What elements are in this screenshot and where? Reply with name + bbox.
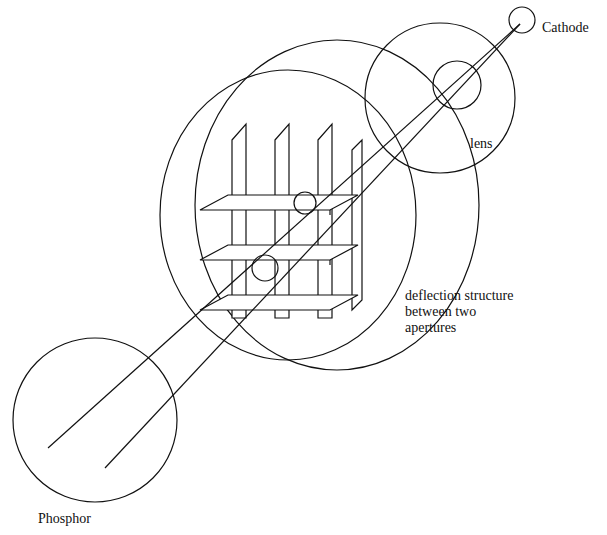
deflection-plate — [352, 140, 362, 310]
aperture-outline — [160, 70, 416, 360]
part-label: deflection structure between two apertur… — [405, 288, 523, 336]
aperture-ring — [294, 192, 316, 214]
plate-edge — [329, 260, 330, 265]
deflection-plate — [275, 124, 289, 318]
deflection-plate — [232, 124, 246, 318]
electron-beam — [105, 24, 520, 468]
deflection-plate — [200, 195, 358, 210]
electron-beam — [48, 24, 520, 448]
deflection-plate — [200, 295, 358, 310]
lens-outline — [365, 23, 515, 173]
plate-edge — [329, 210, 330, 215]
part-label: Cathode — [542, 20, 604, 36]
cathode-symbol — [509, 7, 535, 33]
phosphor-screen — [13, 338, 177, 502]
part-label: lens — [470, 136, 510, 152]
deflection-plate — [318, 124, 332, 318]
deflection-plate — [200, 245, 358, 260]
part-label: Phosphor — [38, 511, 128, 527]
aperture-ring — [252, 255, 278, 281]
lens-aperture — [433, 61, 481, 109]
